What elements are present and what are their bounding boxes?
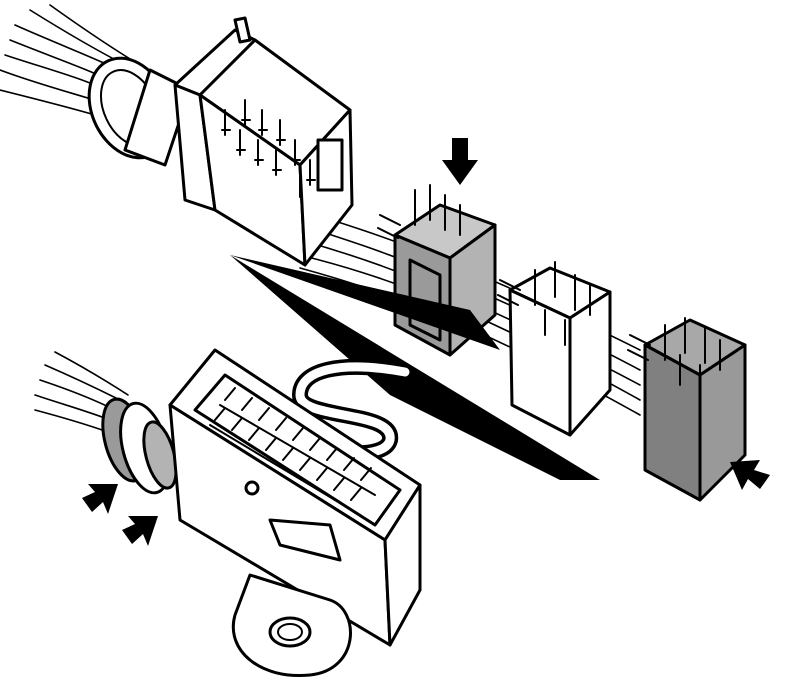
white-connector <box>497 261 612 437</box>
arrow-icon <box>730 460 770 490</box>
upper-grommet <box>87 56 192 167</box>
arrow-icon <box>82 484 118 514</box>
arrow-icon <box>122 516 158 546</box>
lower-connector-housing <box>168 348 422 678</box>
large-connector <box>173 16 354 267</box>
grey-connector-2 <box>627 317 747 502</box>
arrow-icon <box>442 138 478 185</box>
zoom-wedge <box>230 255 600 480</box>
lower-grommet <box>101 397 178 495</box>
